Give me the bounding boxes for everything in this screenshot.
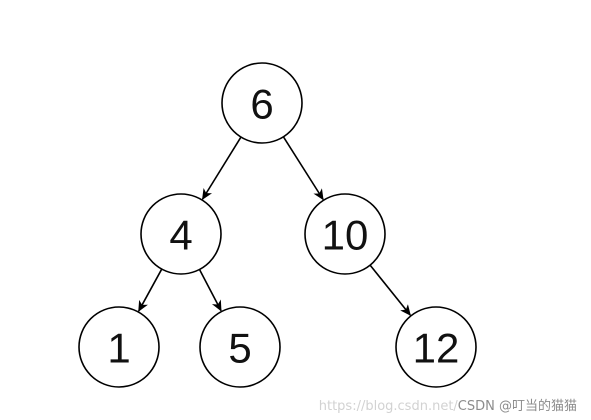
tree-node-1: 1 xyxy=(78,306,160,388)
node-circle xyxy=(304,193,386,275)
node-label: 10 xyxy=(322,212,369,259)
tree-node-5: 5 xyxy=(199,306,281,388)
edge-n6-to-n10 xyxy=(282,136,324,201)
watermark: https://blog.csdn.net/CSDN @叮当的猫猫 xyxy=(319,395,577,414)
edge-n4-to-n5 xyxy=(198,269,222,312)
tree-node-4: 4 xyxy=(140,193,222,275)
watermark-url: https://blog.csdn.net/ xyxy=(318,399,458,414)
node-circle xyxy=(395,306,477,388)
node-circle xyxy=(140,193,222,275)
node-label: 4 xyxy=(169,212,192,259)
tree-node-6: 6 xyxy=(221,62,303,144)
node-label: 6 xyxy=(250,81,273,128)
tree-node-10: 10 xyxy=(304,193,386,275)
edges-layer xyxy=(138,136,411,316)
nodes-layer: 6 4 10 1 5 12 xyxy=(78,62,477,388)
edge-n4-to-n1 xyxy=(138,268,163,312)
node-circle xyxy=(78,306,160,388)
edge-n10-to-n12 xyxy=(369,264,411,316)
node-label: 5 xyxy=(228,325,251,372)
node-label: 12 xyxy=(413,325,460,372)
node-circle xyxy=(199,306,281,388)
tree-node-12: 12 xyxy=(395,306,477,388)
edge-n6-to-n4 xyxy=(201,136,242,200)
node-circle xyxy=(221,62,303,144)
watermark-brand: CSDN @叮当的猫猫 xyxy=(457,399,577,414)
node-label: 1 xyxy=(107,325,130,372)
